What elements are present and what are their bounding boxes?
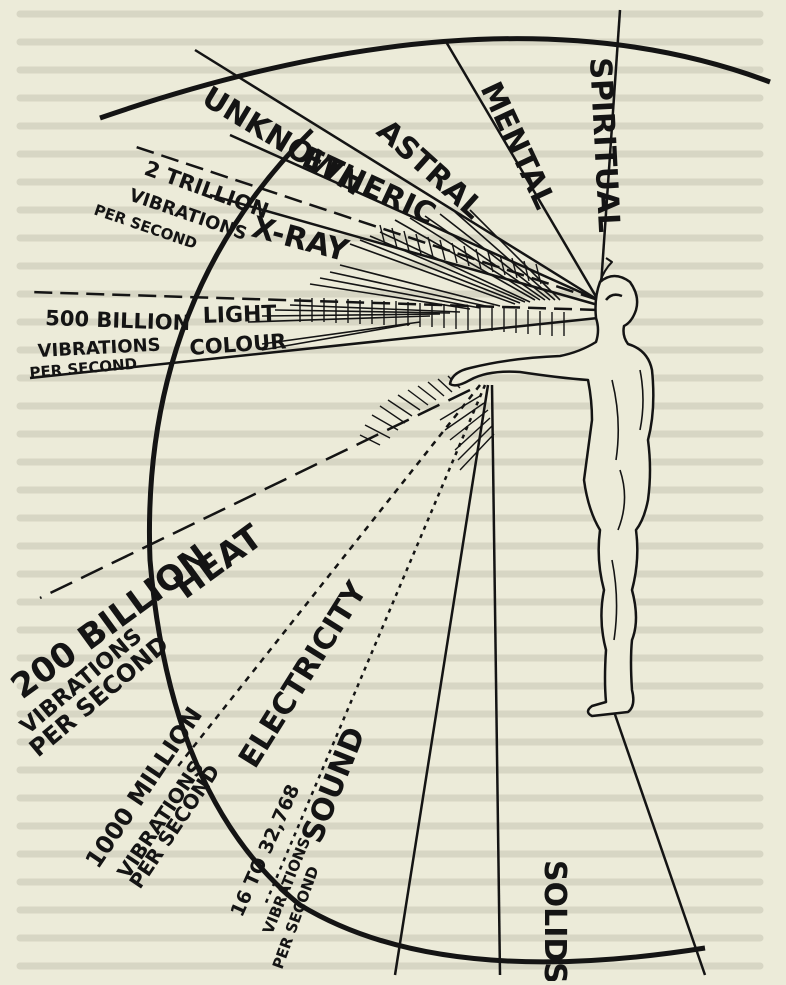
human-figure [448,257,655,718]
ray-light [29,290,599,312]
label-light: LIGHT [202,301,277,329]
label-solids: SOLIDS [537,860,572,981]
ray-solids-left [490,384,502,976]
ray-heat [39,388,471,600]
ray-lines [29,9,707,976]
hatch-beams [247,209,561,351]
ray-electricity [174,384,481,771]
ray-sound-upper [263,384,487,906]
label-colour: COLOUR [189,329,287,360]
inner-arc [146,128,706,965]
ray-trillion [129,143,599,302]
outer-arc [99,36,771,121]
hatch-ticks [299,224,565,336]
ray-sound-lower [393,384,490,976]
ray-etheric [229,133,599,302]
ray-mental [443,39,600,301]
label-500-billion: 500 BILLION [45,306,191,335]
label-xray: X-RAY [248,210,353,270]
ray-unknown [194,48,599,302]
ray-solids-right [608,699,707,976]
ray-spiritual [598,9,622,301]
hand-beam-hatch [359,375,495,471]
arcs [99,36,771,965]
